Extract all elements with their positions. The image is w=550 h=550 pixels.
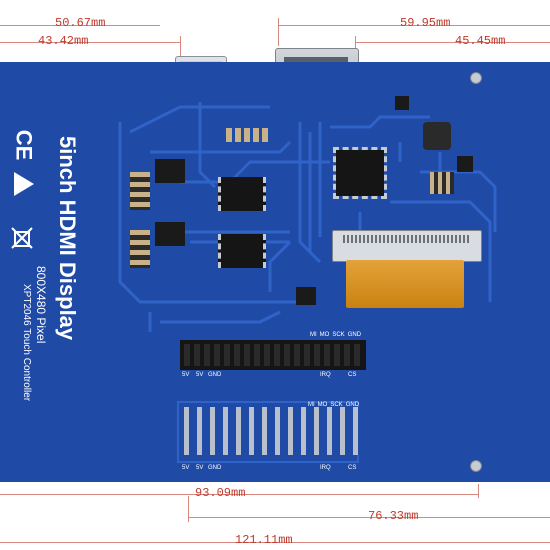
ffc-ribbon (346, 260, 464, 308)
pin-label-mi: MI (310, 332, 317, 338)
resistor-array (430, 172, 454, 194)
pin-header-pins (184, 344, 362, 366)
transistor (457, 156, 473, 172)
pin-label-5v-1: 5V (182, 372, 190, 378)
small-chip (395, 96, 409, 110)
pin-label-mo: MO (319, 332, 330, 338)
test-pad-group (226, 128, 268, 142)
weee-bin-icon (11, 227, 33, 249)
board-title: 5inch HDMI Display (55, 136, 80, 341)
touch-chip (296, 287, 316, 305)
esd-triangle-icon (14, 172, 34, 196)
pad-label-gnd-bottom: GND (208, 465, 222, 471)
pad-label-5v-2: 5V (196, 465, 204, 471)
pin-label-gnd-bottom: GND (208, 372, 222, 378)
smd-cap-group-1 (130, 172, 150, 210)
dim-label-59-95: 59.95mm (400, 16, 451, 30)
dim-label-121-11: 121.11mm (235, 533, 293, 547)
ic-chip-1 (218, 177, 266, 211)
board-resolution: 800X480 Pixel (34, 266, 48, 344)
inductor (423, 122, 451, 150)
dim-label-93-09: 93.09mm (195, 486, 246, 500)
pin-label-sck: SCK (332, 332, 345, 338)
pcb-board: 5inch HDMI Display 800X480 Pixel XPT2046… (0, 62, 550, 482)
smd-cap-group-2 (130, 230, 150, 268)
pad-label-gnd: GND (345, 402, 360, 408)
main-controller-chip (333, 147, 387, 199)
pad-label-top-row: MI MO SCK GND (308, 402, 359, 408)
pin-label-gnd: GND (347, 332, 362, 338)
mounting-hole-top-right (470, 72, 482, 84)
pad-label-sck: SCK (330, 402, 343, 408)
ffc-pins (343, 235, 469, 243)
voltage-regulator-2 (155, 222, 185, 246)
dim-label-76-33: 76.33mm (368, 509, 419, 523)
pad-label-mi: MI (308, 402, 315, 408)
mounting-hole-bottom-right (470, 460, 482, 472)
pin-label-cs: CS (348, 372, 357, 378)
pad-label-mo: MO (317, 402, 328, 408)
pad-label-cs: CS (348, 465, 357, 471)
ffc-connector (332, 230, 482, 262)
pad-label-irq: IRQ (320, 465, 331, 471)
board-controller: XPT2046 Touch Controller (21, 284, 32, 402)
dim-label-50-67: 50.67mm (55, 16, 106, 30)
header-label-top-row: MI MO SCK GND (310, 332, 361, 338)
dim-label-45-45: 45.45mm (455, 34, 506, 48)
dim-label-43-42: 43.42mm (38, 34, 89, 48)
pin-label-irq: IRQ (320, 372, 331, 378)
ic-chip-2 (218, 234, 266, 268)
pin-label-5v-2: 5V (196, 372, 204, 378)
pin-header (180, 340, 366, 370)
solder-pad-row (184, 407, 360, 455)
pad-label-5v-1: 5V (182, 465, 190, 471)
voltage-regulator-1 (155, 159, 185, 183)
ce-mark-icon: CE (11, 129, 37, 161)
